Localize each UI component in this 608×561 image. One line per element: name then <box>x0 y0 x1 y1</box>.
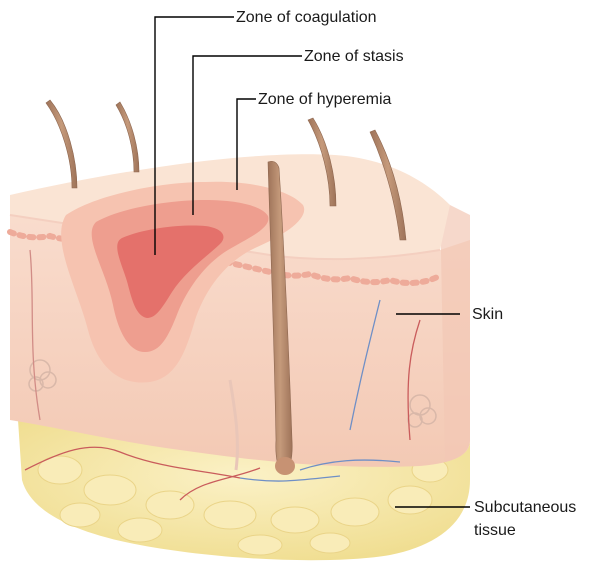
label-zone-of-stasis: Zone of stasis <box>304 47 404 66</box>
hair-follicle-bulb <box>275 457 295 475</box>
label-subcutaneous-line2: tissue <box>474 521 516 540</box>
label-skin: Skin <box>472 305 503 324</box>
label-zone-of-hyperemia: Zone of hyperemia <box>258 90 391 109</box>
label-zone-of-coagulation: Zone of coagulation <box>236 8 377 27</box>
label-subcutaneous-line1: Subcutaneous <box>474 498 576 517</box>
